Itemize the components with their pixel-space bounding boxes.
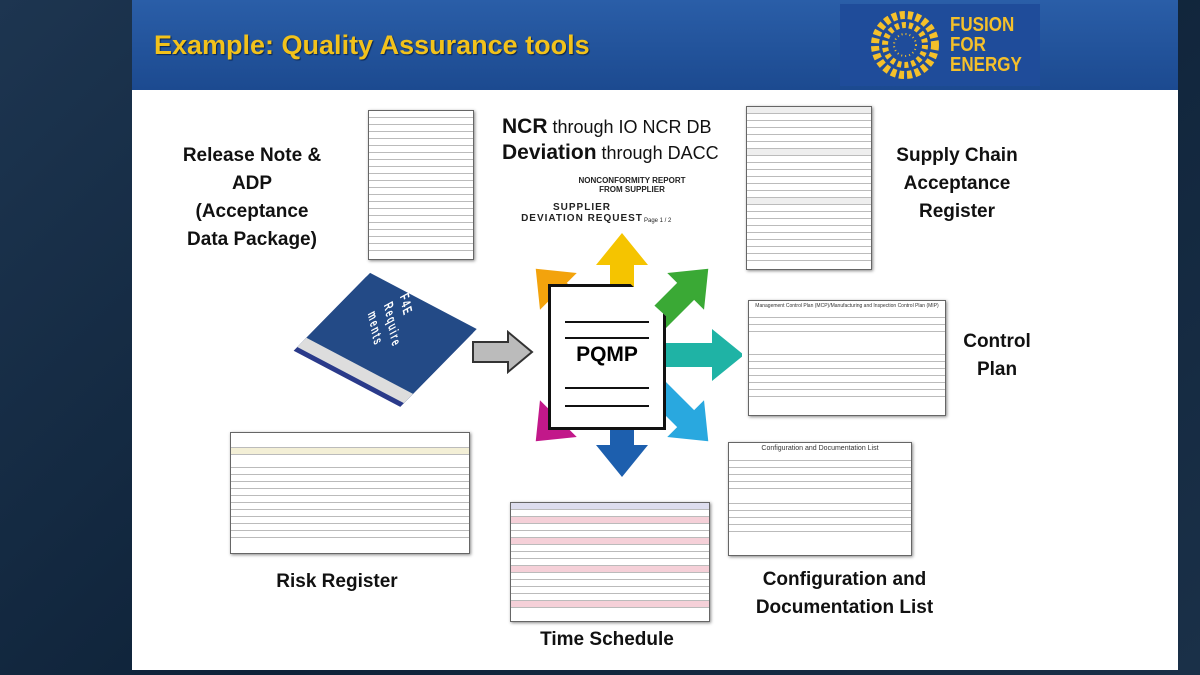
slide-header: Example: Quality Assurance tools /*place… — [132, 0, 1178, 90]
pqmp-label: PQMP — [576, 343, 638, 366]
control-plan-document: Management Control Plan (MCP)/Manufactur… — [748, 300, 946, 416]
time-schedule-document — [510, 502, 710, 622]
direction-arrow-icon — [596, 395, 648, 477]
ncr-deviation-text: NCR through IO NCR DB Deviation through … — [502, 115, 719, 164]
risk-register-label: Risk Register — [276, 571, 398, 592]
page-number: Page 1 / 2 — [644, 218, 672, 224]
time-schedule-label: Time Schedule — [540, 629, 674, 650]
release-note-document — [368, 110, 474, 260]
slide: Example: Quality Assurance tools /*place… — [132, 0, 1178, 670]
supply-chain-document — [746, 106, 872, 270]
pqmp-document: PQMP — [548, 284, 666, 430]
configuration-document: Configuration and Documentation List — [728, 442, 912, 556]
direction-arrow-icon — [596, 233, 648, 315]
right-arrow-icon — [472, 330, 534, 374]
slide-title: Example: Quality Assurance tools — [154, 30, 590, 60]
f4e-logo-icon: /*placeholder*/ — [871, 11, 939, 79]
direction-arrow-icon — [662, 329, 742, 381]
risk-register-document — [230, 432, 470, 554]
